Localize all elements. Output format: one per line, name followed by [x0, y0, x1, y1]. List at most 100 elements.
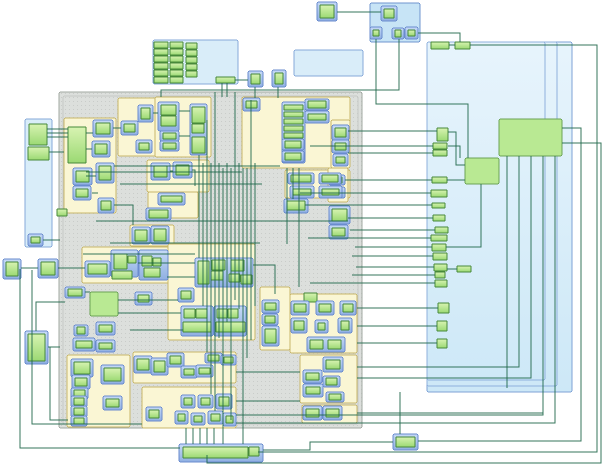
connector[interactable] [236, 156, 556, 424]
connector[interactable] [263, 441, 393, 451]
block[interactable] [331, 227, 346, 237]
block[interactable] [334, 127, 347, 138]
block[interactable] [76, 326, 86, 335]
block[interactable] [292, 188, 312, 196]
block[interactable] [305, 372, 320, 381]
container-panel[interactable] [293, 49, 364, 77]
block[interactable] [185, 49, 198, 57]
block[interactable] [169, 69, 184, 77]
block[interactable] [227, 308, 239, 319]
block[interactable] [169, 48, 184, 56]
port-block[interactable] [430, 41, 450, 50]
block[interactable] [169, 55, 184, 63]
block[interactable] [143, 267, 161, 278]
block[interactable] [264, 315, 276, 324]
block[interactable] [200, 397, 211, 406]
block[interactable] [75, 340, 93, 349]
block[interactable] [148, 409, 160, 419]
block[interactable] [98, 342, 113, 350]
block[interactable] [153, 55, 169, 63]
port-block[interactable] [431, 176, 448, 184]
block[interactable] [73, 417, 85, 425]
block[interactable] [284, 140, 302, 149]
block[interactable] [180, 290, 192, 300]
block[interactable] [73, 397, 85, 406]
port-block[interactable] [430, 189, 448, 198]
block[interactable] [283, 118, 304, 125]
block[interactable] [140, 107, 151, 120]
block[interactable] [283, 111, 304, 118]
port-block[interactable] [432, 214, 446, 222]
block[interactable] [185, 56, 198, 64]
block[interactable] [153, 228, 167, 242]
port-block[interactable] [434, 279, 448, 288]
block[interactable] [321, 188, 340, 196]
block[interactable] [141, 255, 153, 267]
connector[interactable] [357, 156, 532, 379]
port-block[interactable] [432, 252, 448, 261]
block[interactable] [210, 270, 224, 281]
big-block[interactable] [89, 291, 119, 317]
block[interactable] [153, 62, 169, 70]
block[interactable] [152, 257, 162, 267]
block[interactable] [325, 359, 341, 370]
block[interactable] [105, 398, 120, 408]
block[interactable] [67, 288, 83, 297]
block[interactable] [162, 142, 177, 150]
big-block[interactable] [464, 157, 500, 185]
connector[interactable] [49, 347, 68, 421]
block[interactable] [113, 253, 128, 270]
port-block[interactable] [432, 142, 448, 150]
block[interactable] [309, 339, 324, 350]
block[interactable] [137, 294, 150, 303]
connector[interactable] [448, 131, 465, 166]
block[interactable] [321, 174, 339, 183]
block[interactable] [193, 415, 203, 423]
block[interactable] [75, 188, 89, 198]
block[interactable] [340, 320, 350, 331]
block[interactable] [319, 4, 335, 19]
block[interactable] [407, 29, 416, 37]
container-frame[interactable] [426, 41, 546, 381]
container-panelBig[interactable] [426, 41, 573, 393]
block[interactable] [40, 261, 56, 276]
block[interactable] [383, 8, 395, 19]
port-block[interactable] [431, 243, 447, 252]
block[interactable] [98, 165, 112, 181]
connector[interactable] [236, 156, 544, 416]
port-block[interactable] [434, 226, 449, 234]
block[interactable] [138, 142, 150, 151]
block[interactable] [185, 42, 198, 50]
block[interactable] [127, 255, 137, 264]
block[interactable] [160, 104, 177, 116]
block[interactable] [169, 355, 182, 365]
port-block[interactable] [436, 127, 449, 142]
block[interactable] [183, 368, 195, 376]
connector[interactable] [192, 169, 196, 186]
connector[interactable] [206, 142, 602, 464]
block[interactable] [293, 320, 305, 331]
block[interactable] [307, 100, 327, 109]
connector[interactable] [35, 301, 65, 331]
connector[interactable] [446, 184, 482, 248]
block[interactable] [111, 270, 133, 280]
port-block[interactable] [437, 302, 450, 314]
block[interactable] [185, 70, 198, 78]
block[interactable] [335, 156, 346, 164]
port-block[interactable] [436, 320, 448, 332]
block[interactable] [328, 393, 342, 401]
block[interactable] [394, 29, 402, 38]
block[interactable] [123, 123, 136, 133]
block[interactable] [100, 200, 112, 211]
connector[interactable] [375, 39, 469, 158]
big-block[interactable] [498, 118, 563, 157]
block[interactable] [264, 302, 277, 311]
block[interactable] [87, 263, 108, 275]
connector[interactable] [258, 44, 598, 453]
block[interactable] [305, 408, 320, 418]
block[interactable] [325, 408, 340, 418]
block[interactable] [274, 72, 284, 85]
block[interactable] [223, 356, 234, 364]
block[interactable] [283, 104, 304, 111]
block[interactable] [305, 386, 321, 395]
